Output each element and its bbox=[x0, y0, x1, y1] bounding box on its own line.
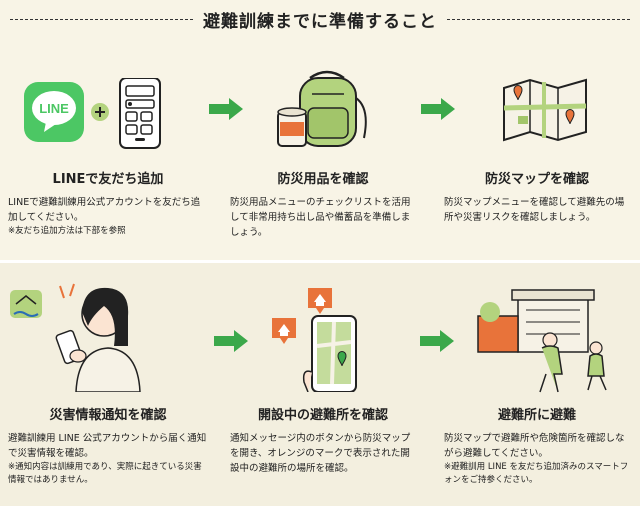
phone-notification-icon bbox=[8, 276, 148, 396]
step-heading: 防災マップを確認 bbox=[484, 172, 589, 187]
step-note: ※友だち追加方法は下部を参照 bbox=[8, 226, 126, 236]
step-supplies: 防災用品を確認 防災用品メニューのチェックリストを活用して非常用持ち出し品や備蓄… bbox=[230, 168, 416, 240]
svg-text:LINE: LINE bbox=[39, 101, 69, 116]
map-icon bbox=[500, 78, 590, 146]
step-heading: LINEで友だち追加 bbox=[52, 172, 164, 187]
line-app-icon: LINE bbox=[20, 77, 190, 154]
step-note: ※避難訓用 LINE を友だち追加済みのスマートフォンをご持参ください。 bbox=[444, 462, 629, 485]
step-heading: 開設中の避難所を確認 bbox=[257, 408, 388, 423]
step-map: 防災マップを確認 防災マップメニューを確認して避難先の場所や災害リスクを確認しま… bbox=[444, 168, 630, 225]
band-divider bbox=[0, 260, 640, 263]
step-notification: 災害情報通知を確認 避難訓練用 LINE 公式アカウントから届く通知で災害情報を… bbox=[8, 404, 208, 487]
step-body: 防災マップメニューを確認して避難先の場所や災害リスクを確認しましょう。 bbox=[444, 197, 625, 223]
shelter-map-icon bbox=[268, 286, 378, 396]
step-note: ※通知内容は訓練用であり、実際に起きている災害情報ではありません。 bbox=[8, 462, 202, 485]
backpack-icon bbox=[272, 68, 382, 154]
step-body: LINEで避難訓練用公式アカウントを友だち追加してください。 bbox=[8, 197, 201, 223]
step-body: 避難訓練用 LINE 公式アカウントから届く通知で災害情報を確認。 bbox=[8, 433, 207, 459]
step-line-add: LINEで友だち追加 LINEで避難訓練用公式アカウントを友だち追加してください… bbox=[8, 168, 208, 238]
step-heading: 避難所に避難 bbox=[497, 408, 576, 423]
step-evacuate: 避難所に避難 防災マップで避難所や危険箇所を確認しながら避難してください。 ※避… bbox=[444, 404, 630, 487]
arrow-right-icon bbox=[420, 330, 454, 352]
title-divider-right bbox=[447, 18, 630, 20]
title-divider-left bbox=[10, 18, 193, 20]
title-row: 避難訓練までに準備すること bbox=[0, 6, 640, 32]
evacuation-icon bbox=[462, 286, 622, 398]
step-heading: 災害情報通知を確認 bbox=[49, 408, 167, 423]
step-body: 防災用品メニューのチェックリストを活用して非常用持ち出し品や備蓄品を準備しましょ… bbox=[230, 197, 411, 238]
step-body: 防災マップで避難所や危険箇所を確認しながら避難してください。 bbox=[444, 433, 625, 459]
arrow-right-icon bbox=[214, 330, 248, 352]
page-title: 避難訓練までに準備すること bbox=[203, 11, 437, 32]
top-band bbox=[0, 38, 640, 260]
arrow-right-icon bbox=[421, 98, 455, 120]
arrow-right-icon bbox=[209, 98, 243, 120]
step-shelter-check: 開設中の避難所を確認 通知メッセージ内のボタンから防災マップを開き、オレンジのマ… bbox=[230, 404, 416, 476]
step-body: 通知メッセージ内のボタンから防災マップを開き、オレンジのマークで表示された開設中… bbox=[230, 433, 411, 474]
step-heading: 防災用品を確認 bbox=[277, 172, 369, 187]
